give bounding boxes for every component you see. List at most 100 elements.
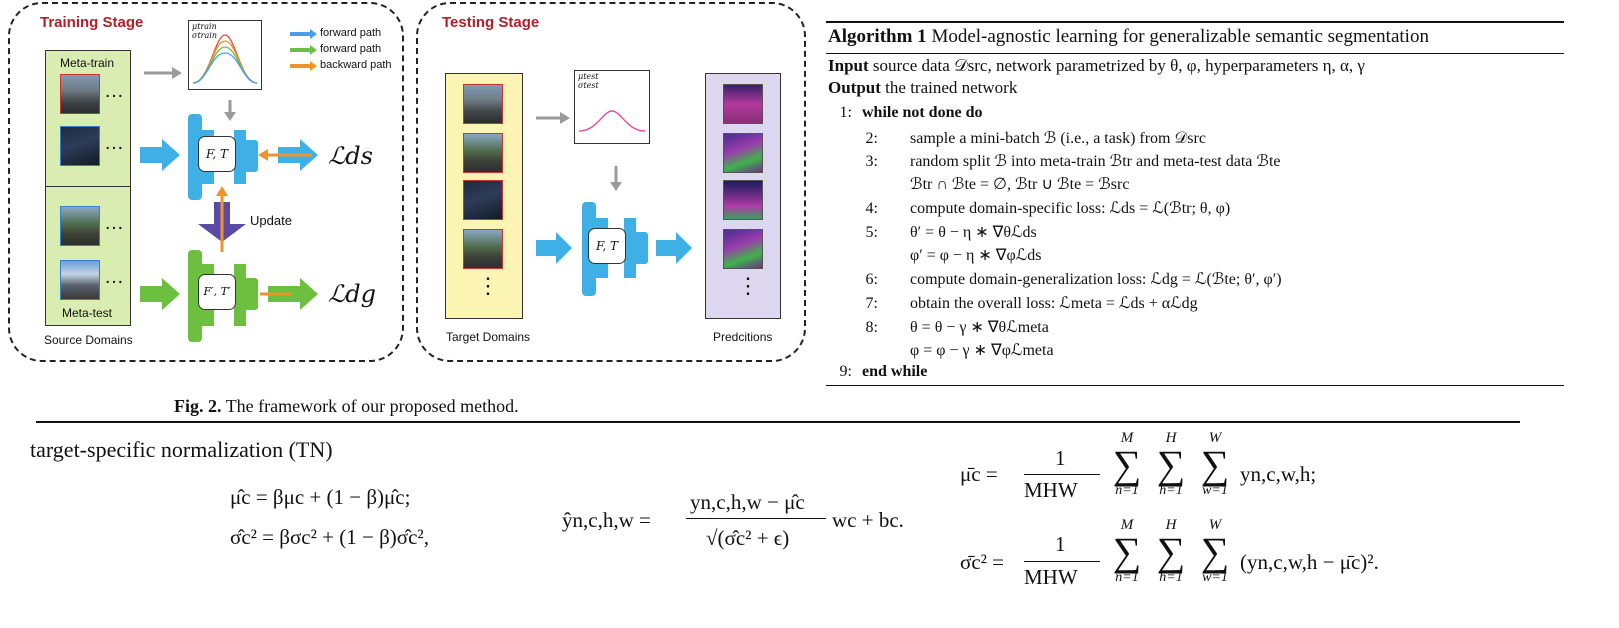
algorithm-title-text: Model-agnostic learning for generalizabl… xyxy=(931,26,1429,47)
algorithm-step-text: compute domain-specific loss: ℒds = ℒ(ℬt… xyxy=(910,200,1231,217)
meta-test-image-1 xyxy=(60,206,100,246)
legend-arrows xyxy=(290,29,317,71)
sum-lower-limit: w=1 xyxy=(1202,483,1228,498)
legend-label-2: forward path xyxy=(320,43,382,55)
prediction-image-4 xyxy=(723,229,763,269)
algorithm-step: 6:compute domain-generalization loss: ℒd… xyxy=(865,271,1282,288)
formula-sigma-bar-lhs: σ̄c² = xyxy=(960,550,1005,574)
algorithm-output: Output the trained network xyxy=(828,78,1017,98)
formula-sigma-bar-fraction-bar xyxy=(1024,561,1100,562)
algorithm-output-text: the trained network xyxy=(885,78,1018,97)
legend-label-1: forward path xyxy=(320,27,382,39)
algorithm-output-label: Output xyxy=(828,78,881,97)
figure-caption: Fig. 2. The framework of our proposed me… xyxy=(174,396,519,417)
sum-symbol: ∑ xyxy=(1200,529,1230,574)
sum-lower-limit: h=1 xyxy=(1159,570,1183,585)
testing-gauss-mu: μtest xyxy=(578,72,599,81)
algorithm-title: Algorithm 1 Model-agnostic learning for … xyxy=(828,26,1429,48)
meta-train-ellipsis-2: … xyxy=(104,132,124,154)
meta-train-label: Meta-train xyxy=(60,56,115,70)
algorithm-step-text: end while xyxy=(862,363,928,380)
algorithm-step: ℬtr ∩ ℬte = ∅, ℬtr ∪ ℬte = ℬsrc xyxy=(856,174,1129,194)
training-gaussian-curves xyxy=(192,34,258,84)
algorithm-step: 8:θ = θ − γ ∗ ∇θℒmeta xyxy=(865,319,1049,336)
update-label: Update xyxy=(250,213,292,228)
formula-y-hat-fraction-bar xyxy=(686,518,826,519)
algorithm-input-label: Input xyxy=(828,56,869,75)
target-image-4 xyxy=(463,229,503,269)
testing-stage-title: Testing Stage xyxy=(442,14,540,31)
target-domains-label: Target Domains xyxy=(446,330,531,344)
algorithm-bottom-rule xyxy=(826,385,1564,386)
algorithm-step: 2:sample a mini-batch ℬ (i.e., a task) f… xyxy=(865,130,1206,147)
formula-mu-bar-lhs: μ̄c = xyxy=(960,462,998,486)
algorithm-step-text: φ′ = φ − η ∗ ∇φℒds xyxy=(910,247,1042,264)
algorithm-step: 1:while not done do xyxy=(839,104,983,121)
prediction-image-2 xyxy=(723,133,763,173)
training-gauss-mu: μtrain xyxy=(192,22,217,31)
bottom-network-box: F′, T′ xyxy=(198,274,236,310)
formula-mu-bar-frac-num: 1 xyxy=(1055,446,1066,470)
algorithm-step: 4:compute domain-specific loss: ℒds = ℒ(… xyxy=(865,200,1231,217)
algorithm-step-text: sample a mini-batch ℬ (i.e., a task) fro… xyxy=(910,130,1206,147)
mu-bar-sum-1: M ∑ n=1 xyxy=(1106,430,1148,499)
section-divider xyxy=(36,421,1520,423)
algorithm-step-text: ℬtr ∩ ℬte = ∅, ℬtr ∪ ℬte = ℬsrc xyxy=(910,176,1130,193)
target-image-2 xyxy=(463,133,503,173)
sum-upper-limit: M xyxy=(1120,517,1134,533)
mu-bar-sum-2: H ∑ h=1 xyxy=(1150,430,1192,499)
algorithm-step: 3:random split ℬ into meta-train ℬtr and… xyxy=(865,153,1281,170)
algorithm-title-number: Algorithm 1 xyxy=(828,26,927,47)
algorithm-step: 9:end while xyxy=(839,363,928,380)
source-divider xyxy=(45,186,131,187)
testing-gauss-sigma: σtest xyxy=(578,81,599,90)
testing-network-label: F, T xyxy=(595,239,619,253)
figure-caption-number: Fig. 2. xyxy=(174,396,222,416)
algorithm-step-text: obtain the overall loss: ℒmeta = ℒds + α… xyxy=(910,295,1198,312)
meta-test-ellipsis-1: … xyxy=(104,212,124,234)
sum-symbol: ∑ xyxy=(1112,529,1142,574)
formula-sigma-bar-rhs: (yn,c,w,h − μ̄c)². xyxy=(1240,550,1379,574)
bottom-network-label: F′, T′ xyxy=(203,285,231,298)
algorithm-step-text: while not done do xyxy=(862,104,983,121)
algorithm-step-text: θ′ = θ − η ∗ ∇θℒds xyxy=(910,224,1037,241)
prediction-image-1 xyxy=(723,84,763,124)
algorithm-step: φ′ = φ − η ∗ ∇φℒds xyxy=(856,245,1041,265)
formula-mu-bar-rhs: yn,c,w,h; xyxy=(1240,462,1317,486)
algorithm-title-rule xyxy=(826,53,1564,54)
target-image-3 xyxy=(463,180,503,220)
formula-sigma-bar-frac-den: MHW xyxy=(1024,565,1078,589)
testing-stage-panel xyxy=(416,2,806,362)
algorithm-input-text: source data 𝒟src, network parametrized b… xyxy=(872,56,1365,75)
meta-test-image-2 xyxy=(60,260,100,300)
training-gauss-sigma: σtrain xyxy=(192,31,217,40)
sum-symbol: ∑ xyxy=(1156,529,1186,574)
algorithm-step: 7:obtain the overall loss: ℒmeta = ℒds +… xyxy=(865,295,1198,312)
loss-ds-label: ℒds xyxy=(328,142,373,170)
meta-train-image-1 xyxy=(60,74,100,114)
meta-test-label: Meta-test xyxy=(62,306,113,320)
sigma-bar-sum-1: M ∑ n=1 xyxy=(1106,517,1148,586)
sum-upper-limit: W xyxy=(1208,430,1222,446)
sum-lower-limit: n=1 xyxy=(1115,483,1139,498)
section-title: target-specific normalization (TN) xyxy=(30,437,333,462)
algorithm-step-text: φ = φ − γ ∗ ∇φℒmeta xyxy=(910,342,1054,359)
figure-caption-text: The framework of our proposed method. xyxy=(225,396,519,416)
testing-gaussian-plot: μtest σtest xyxy=(574,70,650,144)
meta-train-ellipsis-1: … xyxy=(104,80,124,102)
formula-sigma-hat: σ̂c² = βσc² + (1 − β)σ̂c², xyxy=(230,525,429,549)
training-stage-title: Training Stage xyxy=(40,14,144,31)
algorithm-step-text: compute domain-generalization loss: ℒdg … xyxy=(910,271,1282,288)
algorithm-input: Input source data 𝒟src, network parametr… xyxy=(828,56,1365,76)
sum-symbol: ∑ xyxy=(1112,442,1142,487)
target-image-1 xyxy=(463,84,503,124)
testing-gaussian-curve xyxy=(578,110,646,132)
sigma-bar-sum-2: H ∑ h=1 xyxy=(1150,517,1192,586)
algorithm-step: φ = φ − γ ∗ ∇φℒmeta xyxy=(856,340,1054,360)
formula-y-hat-denominator: √(σ̂c² + ϵ) xyxy=(706,526,790,550)
testing-diagram xyxy=(536,112,692,296)
algorithm-steps: 1:while not done do 2:sample a mini-batc… xyxy=(830,104,1560,382)
meta-test-ellipsis-2: … xyxy=(104,266,124,288)
algorithm-step: 5:θ′ = θ − η ∗ ∇θℒds xyxy=(865,224,1037,241)
source-domains-label: Source Domains xyxy=(44,333,133,347)
